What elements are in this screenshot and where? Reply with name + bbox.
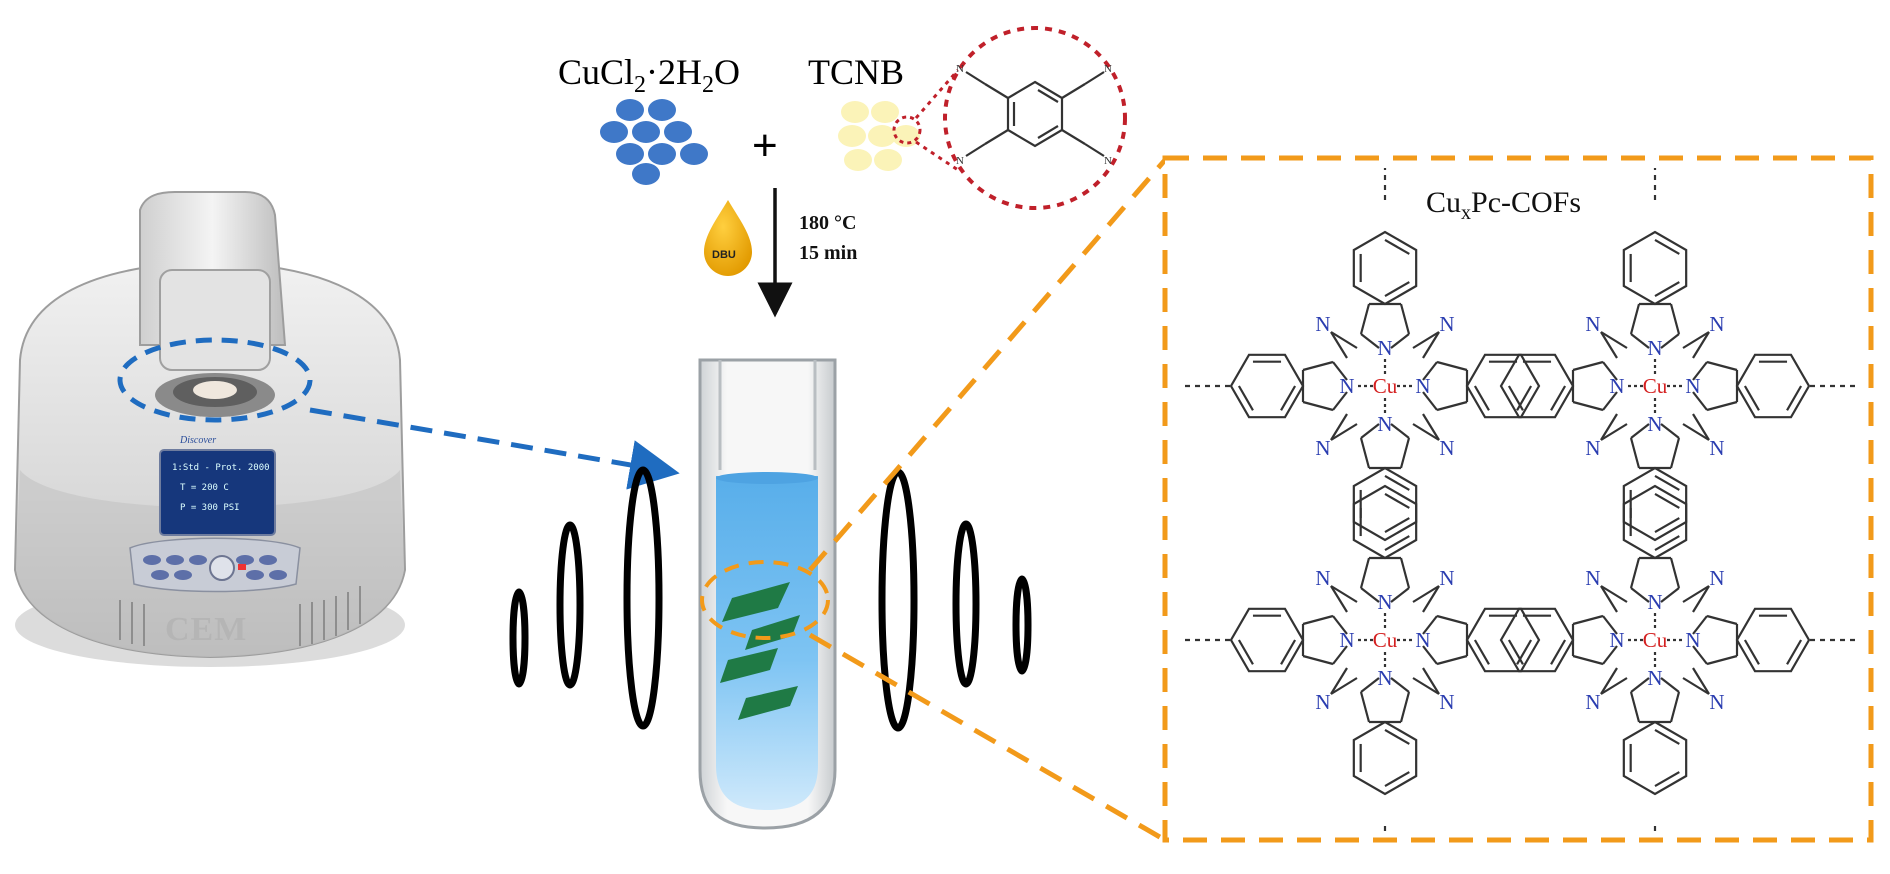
inner-nitrogen: N — [1377, 336, 1392, 360]
time-label: 15 min — [799, 242, 858, 264]
meso-nitrogen: N — [1315, 566, 1330, 590]
meso-nitrogen: N — [1585, 690, 1600, 714]
meso-nitrogen: N — [1709, 312, 1724, 336]
display-line-2: T = 200 C — [180, 483, 229, 493]
copper-center: Cu — [1643, 628, 1668, 652]
meso-nitrogen: N — [1439, 566, 1454, 590]
brand-logo: CEM — [165, 611, 247, 648]
meso-nitrogen: N — [1709, 436, 1724, 460]
cof-product-label: CuxPc-COFs — [1426, 186, 1582, 224]
inner-nitrogen: N — [1377, 666, 1392, 690]
meso-nitrogen: N — [1585, 436, 1600, 460]
benzene-ring — [1352, 720, 1418, 796]
inner-nitrogen: N — [1647, 666, 1662, 690]
inner-nitrogen: N — [1377, 412, 1392, 436]
vent-slots — [119, 586, 361, 646]
inner-nitrogen: N — [1415, 628, 1430, 652]
meso-nitrogen: N — [1315, 436, 1330, 460]
meso-nitrogen: N — [1439, 690, 1454, 714]
flake-zoom-region — [700, 560, 830, 640]
inner-nitrogen: N — [1647, 336, 1662, 360]
cof-flakes — [720, 582, 800, 720]
benzene-ring — [1499, 607, 1575, 673]
cavity-to-tube-arrow — [309, 407, 680, 490]
reaction-cavity-highlight — [117, 337, 313, 423]
tcnb-particles — [838, 101, 920, 171]
linker-label: TCNB — [808, 52, 904, 92]
inner-nitrogen: N — [1609, 628, 1624, 652]
copper-salt-label: CuCl2·2H2O — [558, 52, 740, 98]
meso-nitrogen: N — [1439, 312, 1454, 336]
temperature-label: 180 °C — [799, 212, 857, 234]
meso-nitrogen: N — [1439, 436, 1454, 460]
meso-nitrogen: N — [1709, 566, 1724, 590]
benzene-ring — [1622, 230, 1688, 306]
copper-center: Cu — [1373, 628, 1398, 652]
meso-nitrogen: N — [1315, 312, 1330, 336]
benzene-ring — [1352, 484, 1418, 560]
benzene-ring — [1229, 607, 1305, 673]
tcnb-zoom-marker — [892, 115, 922, 145]
plus-sign: + — [752, 121, 778, 170]
display-line-1: 1:Std - Prot. 2000 — [172, 463, 270, 473]
benzene-ring — [1352, 230, 1418, 306]
inner-nitrogen: N — [1339, 374, 1354, 398]
benzene-ring — [1735, 607, 1811, 673]
benzene-ring — [1229, 353, 1305, 419]
inner-nitrogen: N — [1339, 628, 1354, 652]
tcnb-n-1: N — [956, 63, 964, 75]
control-panel: 1:Std - Prot. 2000 T = 200 C P = 300 PSI — [129, 449, 301, 593]
benzene-ring — [1735, 353, 1811, 419]
meso-nitrogen: N — [1315, 690, 1330, 714]
tcnb-n-3: N — [956, 155, 964, 167]
tcnb-molecule — [965, 71, 1105, 157]
inner-nitrogen: N — [1685, 374, 1700, 398]
microwave-waves-left — [509, 466, 663, 730]
dbu-drop-icon: DBU — [704, 200, 752, 276]
cof-structure-box — [1162, 155, 1874, 843]
tcnb-n-2: N — [1104, 63, 1112, 75]
inner-nitrogen: N — [1415, 374, 1430, 398]
inner-nitrogen: N — [1647, 412, 1662, 436]
benzene-ring — [1622, 466, 1688, 542]
model-logo: Discover — [179, 435, 216, 446]
benzene-ring — [1622, 484, 1688, 560]
benzene-ring — [1352, 466, 1418, 542]
test-tube — [698, 358, 837, 830]
inner-nitrogen: N — [1609, 374, 1624, 398]
tcnb-molecule-zoom — [943, 26, 1127, 210]
inner-nitrogen: N — [1647, 590, 1662, 614]
dbu-label: DBU — [712, 249, 736, 261]
inner-nitrogen: N — [1377, 590, 1392, 614]
microwave-waves-right — [878, 468, 1032, 732]
meso-nitrogen: N — [1585, 566, 1600, 590]
copper-center: Cu — [1643, 374, 1668, 398]
benzene-ring — [1499, 353, 1575, 419]
tcnb-n-4: N — [1104, 155, 1112, 167]
microwave-reactor: Discover 1:Std - Prot. 2000 T = 200 C P … — [13, 191, 407, 667]
display-line-3: P = 300 PSI — [180, 503, 240, 513]
copper-center: Cu — [1373, 374, 1398, 398]
inner-nitrogen: N — [1685, 628, 1700, 652]
copper-salt-particles — [600, 99, 708, 185]
meso-nitrogen: N — [1709, 690, 1724, 714]
benzene-ring — [1622, 720, 1688, 796]
meso-nitrogen: N — [1585, 312, 1600, 336]
